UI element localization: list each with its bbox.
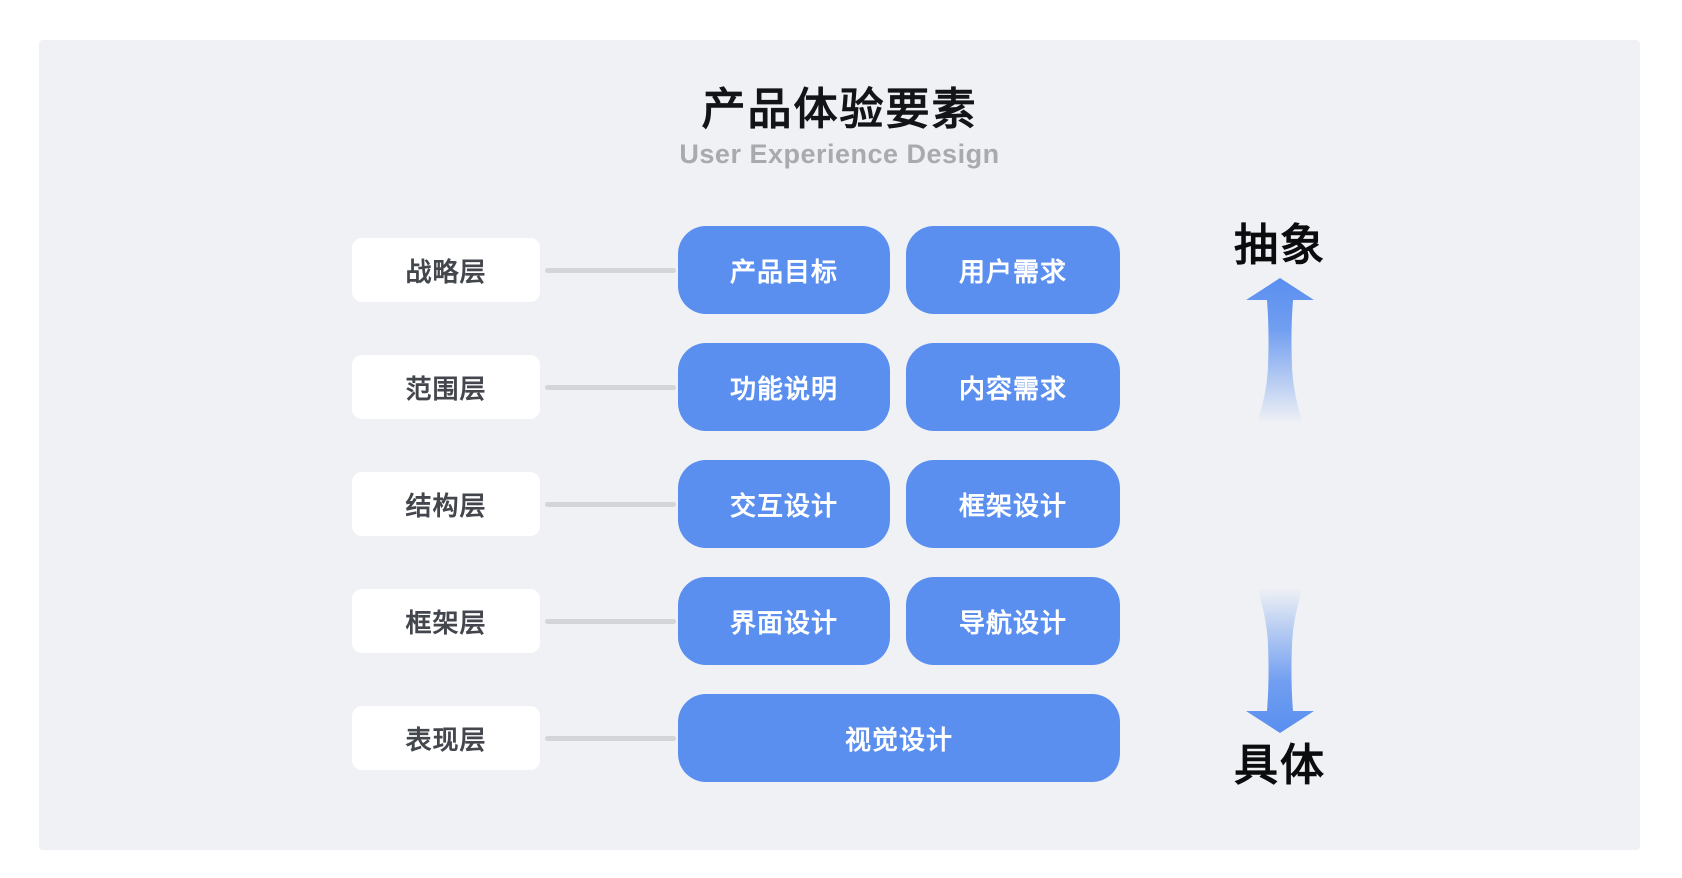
item-label: 功能说明 bbox=[729, 373, 838, 404]
connector-line bbox=[545, 619, 676, 624]
layer-label: 结构层 bbox=[405, 490, 487, 521]
item-label: 导航设计 bbox=[958, 607, 1067, 638]
layer-label: 框架层 bbox=[405, 607, 487, 638]
axis-label-concrete: 具体 bbox=[1234, 741, 1326, 790]
down-arrow-icon bbox=[1246, 588, 1314, 733]
item-functional-specs: 功能说明 bbox=[678, 343, 890, 431]
layer-label: 表现层 bbox=[405, 724, 487, 755]
item-visual-design: 视觉设计 bbox=[678, 694, 1120, 782]
layer-box-surface: 表现层 bbox=[352, 706, 540, 770]
item-label: 视觉设计 bbox=[844, 724, 953, 755]
layer-box-scope: 范围层 bbox=[352, 355, 540, 419]
up-arrow-icon bbox=[1246, 278, 1314, 423]
item-label: 用户需求 bbox=[958, 256, 1067, 287]
layer-label: 范围层 bbox=[405, 373, 487, 404]
layer-box-skeleton: 框架层 bbox=[352, 589, 540, 653]
connector-line bbox=[545, 385, 676, 390]
layer-box-strategy: 战略层 bbox=[352, 238, 540, 302]
connector-line bbox=[545, 736, 676, 741]
item-user-needs: 用户需求 bbox=[906, 226, 1120, 314]
connector-line bbox=[545, 268, 676, 273]
layer-label: 战略层 bbox=[405, 256, 487, 287]
item-label: 内容需求 bbox=[958, 373, 1067, 404]
item-interface-design: 界面设计 bbox=[678, 577, 890, 665]
item-content-requirements: 内容需求 bbox=[906, 343, 1120, 431]
page-subtitle: User Experience Design bbox=[679, 139, 1000, 169]
item-framework-design: 框架设计 bbox=[906, 460, 1120, 548]
item-navigation-design: 导航设计 bbox=[906, 577, 1120, 665]
item-product-goals: 产品目标 bbox=[678, 226, 890, 314]
layer-box-structure: 结构层 bbox=[352, 472, 540, 536]
item-label: 交互设计 bbox=[729, 490, 838, 521]
item-interaction-design: 交互设计 bbox=[678, 460, 890, 548]
item-label: 界面设计 bbox=[729, 607, 838, 638]
page-title: 产品体验要素 bbox=[701, 85, 978, 134]
item-label: 产品目标 bbox=[729, 256, 838, 287]
connector-line bbox=[545, 502, 676, 507]
axis-label-abstract: 抽象 bbox=[1234, 221, 1326, 270]
item-label: 框架设计 bbox=[958, 490, 1067, 521]
